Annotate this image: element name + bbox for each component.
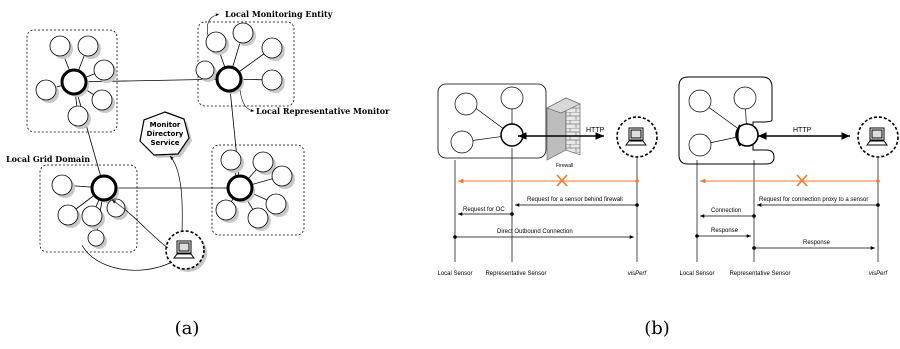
monitor-directory-service: Monitor Directory Service <box>140 112 192 158</box>
msg-direct-connection: Direct Outbound Connection <box>497 229 573 235</box>
terminal-icon <box>626 128 646 145</box>
msg-request-proxy: Request for connection proxy to a sensor <box>759 197 868 203</box>
terminal-icon <box>867 128 887 145</box>
lane-representative-sensor: Representative Sensor <box>485 271 546 277</box>
terminal-icon <box>174 241 194 258</box>
msg-connection: Connection <box>711 208 741 214</box>
visperf-client <box>617 117 657 157</box>
caption-a: (a) <box>175 318 200 339</box>
lane-representative-sensor: Representative Sensor <box>729 271 790 277</box>
msg-response-2: Response <box>803 240 831 246</box>
lane-visperf: visPerf <box>869 271 889 277</box>
lane-visperf: visPerf <box>628 271 648 277</box>
msg-request-sensor: Request for a sensor behind firewall <box>527 197 623 203</box>
cluster-top-right <box>196 23 285 94</box>
mds-label-line2: Directory <box>147 130 184 138</box>
cluster-bottom-left <box>52 175 128 249</box>
lane-local-sensor: Local Sensor <box>437 271 472 277</box>
visperf-client <box>858 117 898 157</box>
label-local-grid-domain: Local Grid Domain <box>6 154 90 164</box>
representative-monitor-node <box>92 176 116 200</box>
lane-local-sensor: Local Sensor <box>679 271 714 277</box>
caption-b: (b) <box>644 318 670 339</box>
diagram-a: Monitor Directory Service Local M <box>6 9 390 339</box>
diagram-b-right: HTTP Re <box>679 77 898 277</box>
representative-monitor-node <box>62 70 86 94</box>
representative-sensor-node <box>501 124 523 146</box>
mds-label-line1: Monitor <box>150 121 181 129</box>
firewall-label: Firewall <box>556 163 573 169</box>
http-label: HTTP <box>793 127 812 134</box>
diagram-b-left: Firewall HTTP <box>437 84 657 277</box>
cluster-top-left <box>36 36 117 129</box>
firewall-icon <box>547 98 580 160</box>
label-local-monitoring-entity: Local Monitoring Entity <box>225 9 333 19</box>
cluster-bottom-right <box>216 150 295 231</box>
msg-request-oc: Request for OC <box>463 207 505 213</box>
representative-monitor-node <box>228 176 252 200</box>
mds-label-line3: Service <box>150 139 179 147</box>
representative-monitor-node <box>217 67 241 91</box>
label-local-representative-monitor: Local Representative Monitor <box>256 106 390 116</box>
client-terminal <box>166 231 207 272</box>
msg-response-1: Response <box>711 228 739 234</box>
http-label: HTTP <box>586 127 605 134</box>
